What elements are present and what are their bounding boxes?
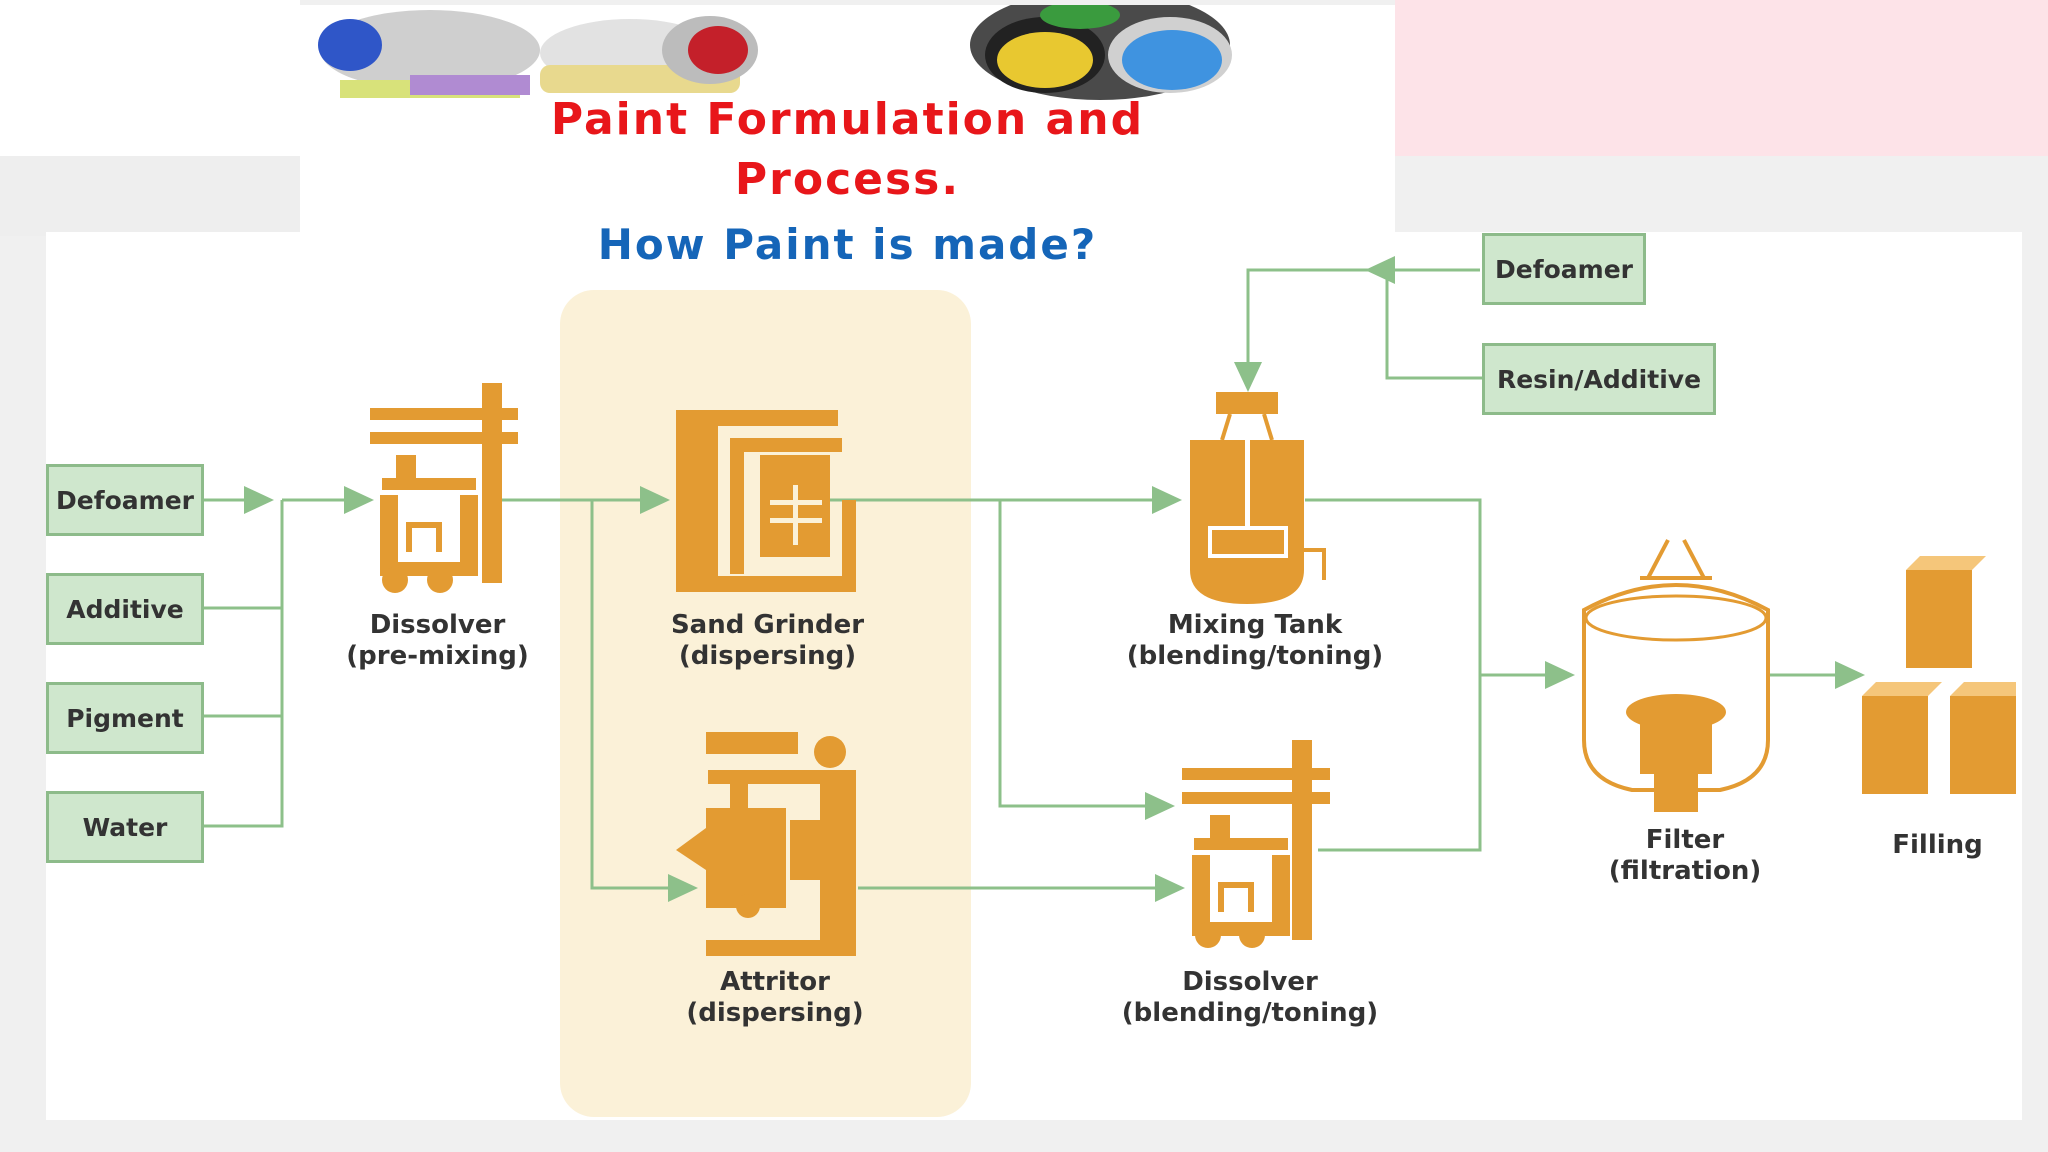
step-name: Sand Grinder (670, 610, 865, 640)
filter-icon (1582, 539, 1770, 812)
subtitle: How Paint is made? (597, 220, 1098, 269)
step-name: Filter (1645, 825, 1725, 855)
step-name: Attritor (720, 967, 830, 997)
attritor-icon (676, 732, 856, 956)
step-name: Filling (1892, 830, 1983, 860)
dispersing-stage-highlight (560, 290, 971, 1117)
top-right-band (1395, 0, 2048, 156)
label-attritor: Attritor (dispersing) (650, 967, 900, 1029)
dissolver-blend-icon (1182, 740, 1330, 948)
top-left-area (0, 0, 300, 156)
tank-input-resin-additive: Resin/Additive (1482, 343, 1716, 415)
title-line-2: Process. (734, 154, 961, 205)
step-name: Mixing Tank (1167, 610, 1343, 640)
label-mixing-tank: Mixing Tank (blending/toning) (1115, 610, 1395, 672)
label-sand-grinder: Sand Grinder (dispersing) (640, 610, 895, 672)
input-pigment: Pigment (46, 682, 204, 754)
step-stage: (dispersing) (678, 641, 857, 671)
step-stage: (blending/toning) (1126, 641, 1384, 671)
tank-input-defoamer: Defoamer (1482, 233, 1646, 305)
label-dissolver-premix: Dissolver (pre-mixing) (320, 610, 555, 672)
label-filter: Filter (filtration) (1570, 825, 1800, 887)
input-defoamer: Defoamer (46, 464, 204, 536)
title-line-1: Paint Formulation and (550, 94, 1145, 145)
input-water: Water (46, 791, 204, 863)
input-additive: Additive (46, 573, 204, 645)
left-gray-strip (0, 156, 300, 236)
label-filling: Filling (1860, 830, 2015, 861)
label-dissolver-blend: Dissolver (blending/toning) (1110, 967, 1390, 1029)
filling-icon (1862, 556, 2016, 794)
step-stage: (filtration) (1608, 856, 1762, 886)
sand-grinder-icon (676, 410, 856, 592)
step-stage: (dispersing) (686, 998, 864, 1028)
step-stage: (pre-mixing) (346, 641, 529, 671)
step-name: Dissolver (1182, 967, 1318, 997)
step-stage: (blending/toning) (1121, 998, 1379, 1028)
paint-cans-photo (300, 5, 1395, 100)
dissolver-premix-icon (370, 383, 518, 593)
step-name: Dissolver (369, 610, 506, 640)
mixing-tank-icon (1190, 392, 1326, 604)
